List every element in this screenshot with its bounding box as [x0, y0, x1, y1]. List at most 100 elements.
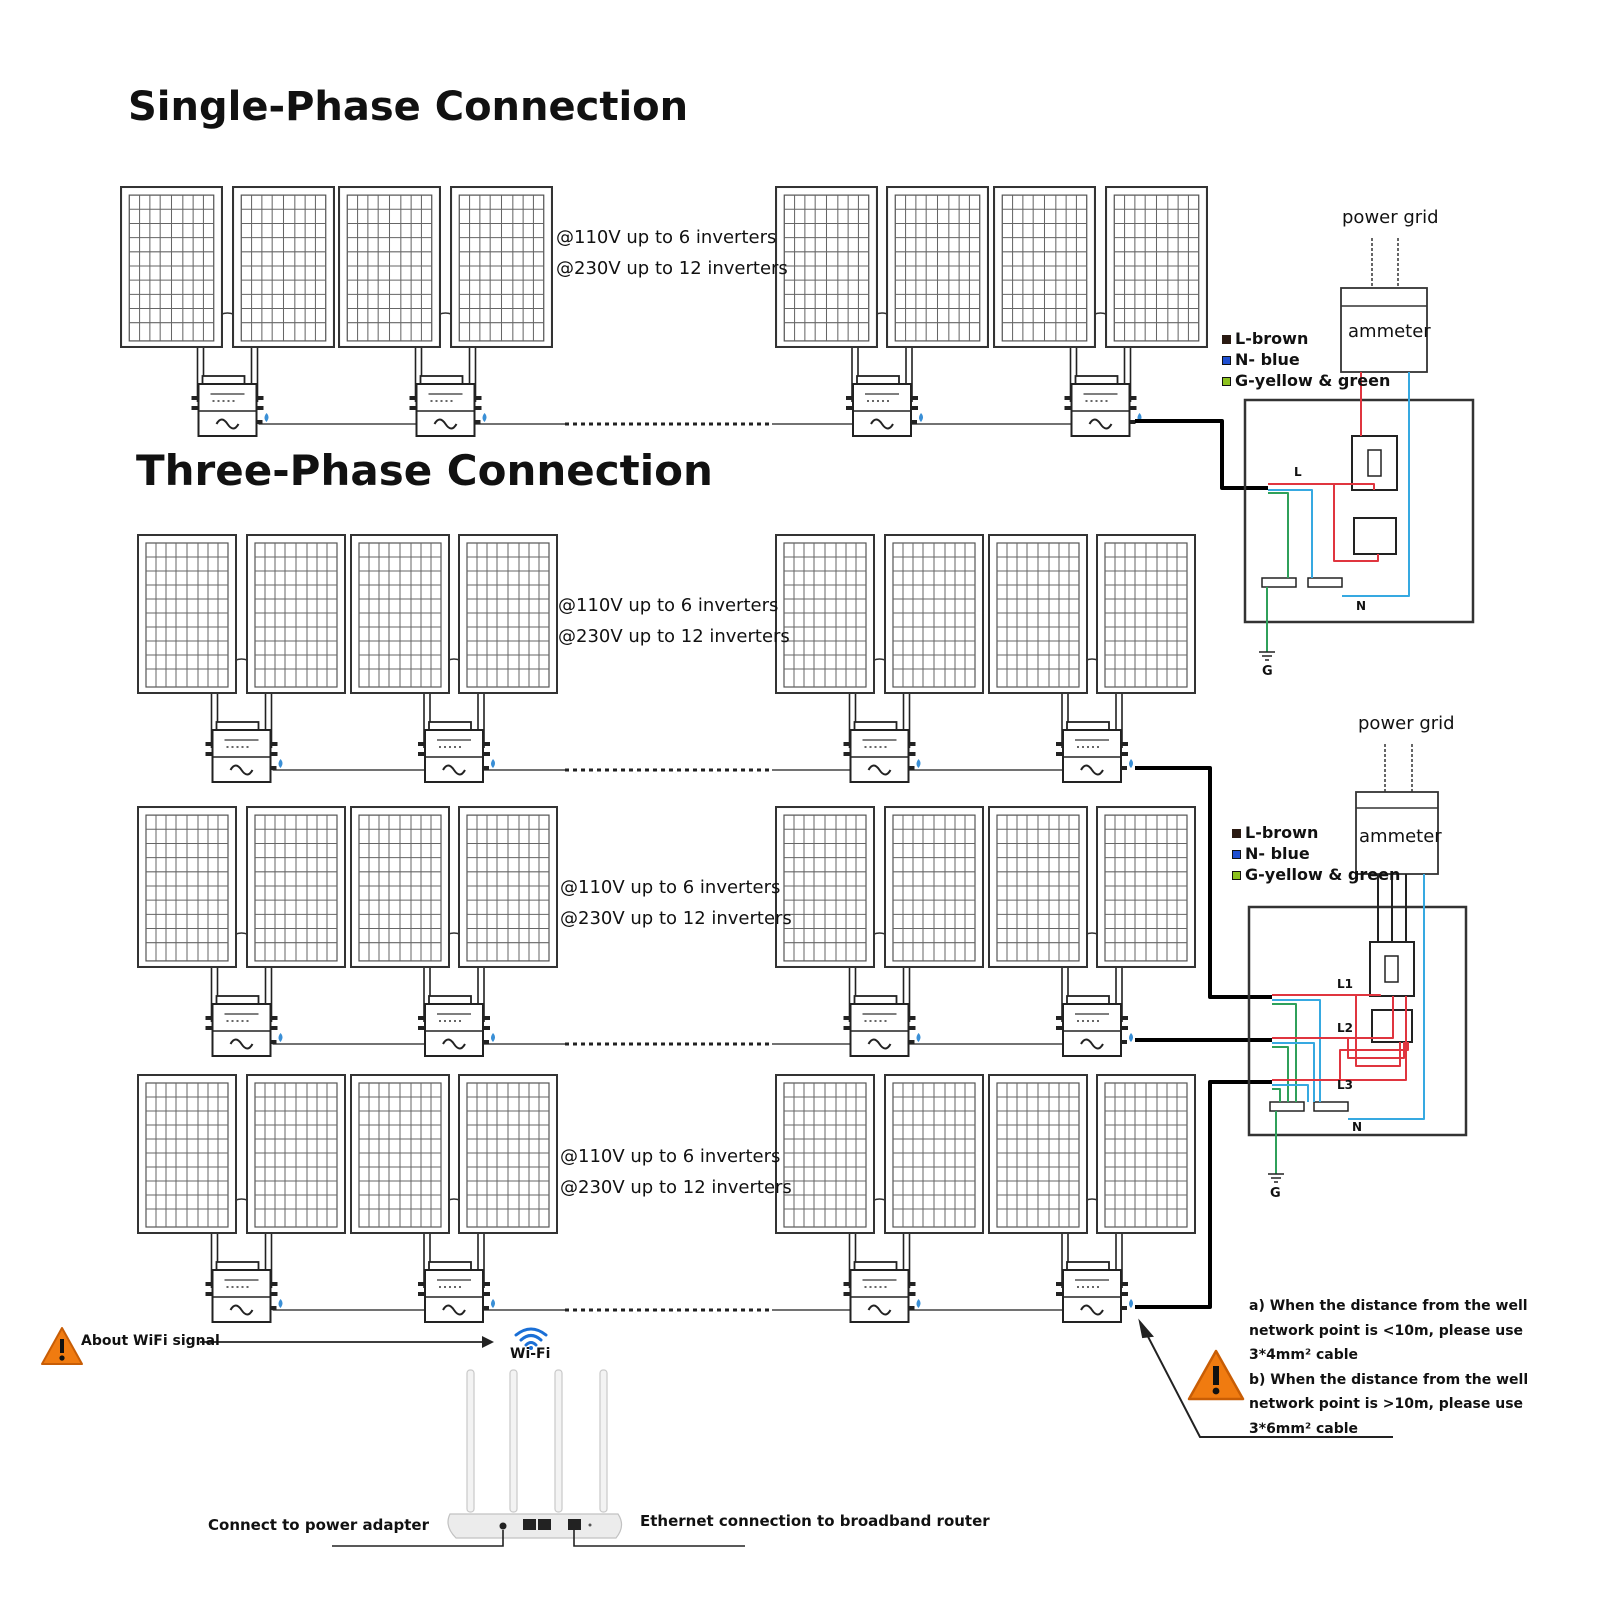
microinverter-icon	[845, 375, 924, 437]
capacity-110v-label: @110V up to 6 inverters	[560, 1146, 781, 1167]
cable-note: a) When the distance from the well netwo…	[1249, 1294, 1528, 1441]
solar-panel-icon	[1096, 534, 1196, 694]
capacity-230v-label: @230V up to 12 inverters	[560, 1177, 792, 1198]
ac-trunk-cable	[1135, 1080, 1272, 1309]
ground-wire	[1268, 492, 1289, 578]
solar-panel-icon	[137, 534, 237, 694]
solar-panel-icon	[886, 185, 989, 349]
capacity-230v-label: @230V up to 12 inverters	[558, 626, 790, 647]
phase-wire	[1272, 1042, 1409, 1081]
ethernet-pointer-line	[573, 1530, 745, 1547]
ground-bar	[1269, 1101, 1305, 1112]
neutral-wire	[1348, 874, 1425, 1120]
panel-row-2	[137, 534, 1196, 783]
neutral-wire	[1272, 1084, 1309, 1102]
solar-panel-icon	[350, 534, 450, 694]
phase-wire	[1272, 1037, 1405, 1059]
legend-l-swatch	[1222, 335, 1231, 344]
distribution-box	[1247, 905, 1468, 1137]
panel-row-4	[137, 1074, 1196, 1323]
about-wifi-label: About WiFi signal	[81, 1333, 220, 1349]
wifi-icon	[514, 1327, 548, 1350]
cable-note-line: network point is <10m, please use	[1249, 1322, 1524, 1339]
cable-note-line: 3*6mm² cable	[1249, 1420, 1359, 1437]
distribution-box	[1243, 398, 1475, 624]
wire-label-l: L	[1294, 465, 1302, 479]
wire-label-g: G	[1270, 1186, 1281, 1201]
wifi-label: Wi-Fi	[510, 1346, 551, 1362]
solar-panel-icon	[988, 1074, 1088, 1234]
power-grid-label: power grid	[1342, 207, 1439, 228]
solar-panel-icon	[246, 1074, 346, 1234]
breaker-handle	[1367, 449, 1382, 477]
microinverter-icon	[417, 995, 496, 1057]
capacity-110v-label: @110V up to 6 inverters	[560, 877, 781, 898]
wan-port	[568, 1519, 581, 1530]
single-phase-distribution-box	[1243, 238, 1475, 661]
power-grid-label: power grid	[1358, 713, 1455, 734]
legend-g-swatch	[1222, 377, 1231, 386]
wire-label-n: N	[1356, 599, 1367, 613]
legend-l-swatch	[1232, 829, 1241, 838]
capacity-110v-label: @110V up to 6 inverters	[558, 595, 779, 616]
microinverter-icon	[204, 721, 284, 783]
neutral-wire	[1272, 999, 1321, 1102]
solar-panel-icon	[884, 534, 984, 694]
solar-panel-icon	[775, 185, 878, 349]
cable-note-line: b) When the distance from the well	[1249, 1371, 1529, 1388]
lan-port	[523, 1519, 536, 1530]
legend-n: N- blue	[1232, 844, 1310, 863]
solar-panel-icon	[774, 806, 876, 968]
legend-n-swatch	[1222, 356, 1231, 365]
power-pointer-line	[332, 1530, 504, 1547]
solar-panel-icon	[449, 185, 553, 349]
wifi-router	[332, 1369, 745, 1547]
microinverter-icon	[204, 995, 284, 1057]
lan-port	[538, 1519, 551, 1530]
ac-trunk-cable	[1135, 766, 1272, 999]
cable-note-line: 3*4mm² cable	[1249, 1347, 1359, 1363]
router-antenna	[509, 1369, 518, 1513]
ammeter-box	[1340, 287, 1428, 373]
cable-note-line: network point is >10m, please use	[1249, 1396, 1524, 1412]
ground-icon	[1268, 1173, 1284, 1183]
panel-row-1	[119, 185, 1208, 437]
wire-label-l2: L2	[1337, 1021, 1353, 1035]
neutral-wire	[1268, 489, 1313, 578]
microinverter-icon	[842, 1261, 922, 1323]
legend-g: G-yellow & green	[1232, 865, 1400, 884]
ground-wire	[1272, 1088, 1281, 1102]
ground-wire	[1272, 1003, 1297, 1102]
router-antenna	[466, 1369, 475, 1513]
solar-panel-icon	[775, 1074, 875, 1234]
neutral-bar	[1313, 1101, 1349, 1112]
microinverter-icon	[190, 375, 270, 437]
arrow-head	[482, 1336, 494, 1348]
ground-bar	[1261, 577, 1297, 588]
router-antenna	[554, 1369, 563, 1513]
legend-g-swatch	[1232, 871, 1241, 880]
solar-panel-icon	[137, 1074, 237, 1234]
router-power-label: Connect to power adapter	[208, 1516, 429, 1534]
solar-panel-icon	[987, 806, 1089, 968]
solar-panel-icon	[1105, 185, 1208, 349]
neutral-wire	[1272, 1042, 1315, 1102]
breaker	[1369, 941, 1415, 997]
wire-label-l1: L1	[1337, 977, 1353, 991]
warning-triangle-icon	[41, 1327, 83, 1365]
solar-panel-icon	[246, 534, 346, 694]
solar-panel-icon	[337, 185, 442, 349]
legend-l: L-brown	[1222, 329, 1308, 348]
solar-panel-icon	[119, 185, 224, 349]
microinverter-icon	[1055, 721, 1134, 783]
solar-panel-icon	[458, 534, 558, 694]
solar-panel-icon	[993, 185, 1096, 349]
solar-panel-icon	[458, 1074, 558, 1234]
arrow-head	[1138, 1318, 1154, 1339]
ac-trunk-cable	[1135, 419, 1268, 490]
legend-n-swatch	[1232, 850, 1241, 859]
ammeter-label: ammeter	[1359, 826, 1442, 847]
ammeter-label: ammeter	[1348, 321, 1431, 342]
three-phase-distribution-box	[1247, 744, 1468, 1183]
